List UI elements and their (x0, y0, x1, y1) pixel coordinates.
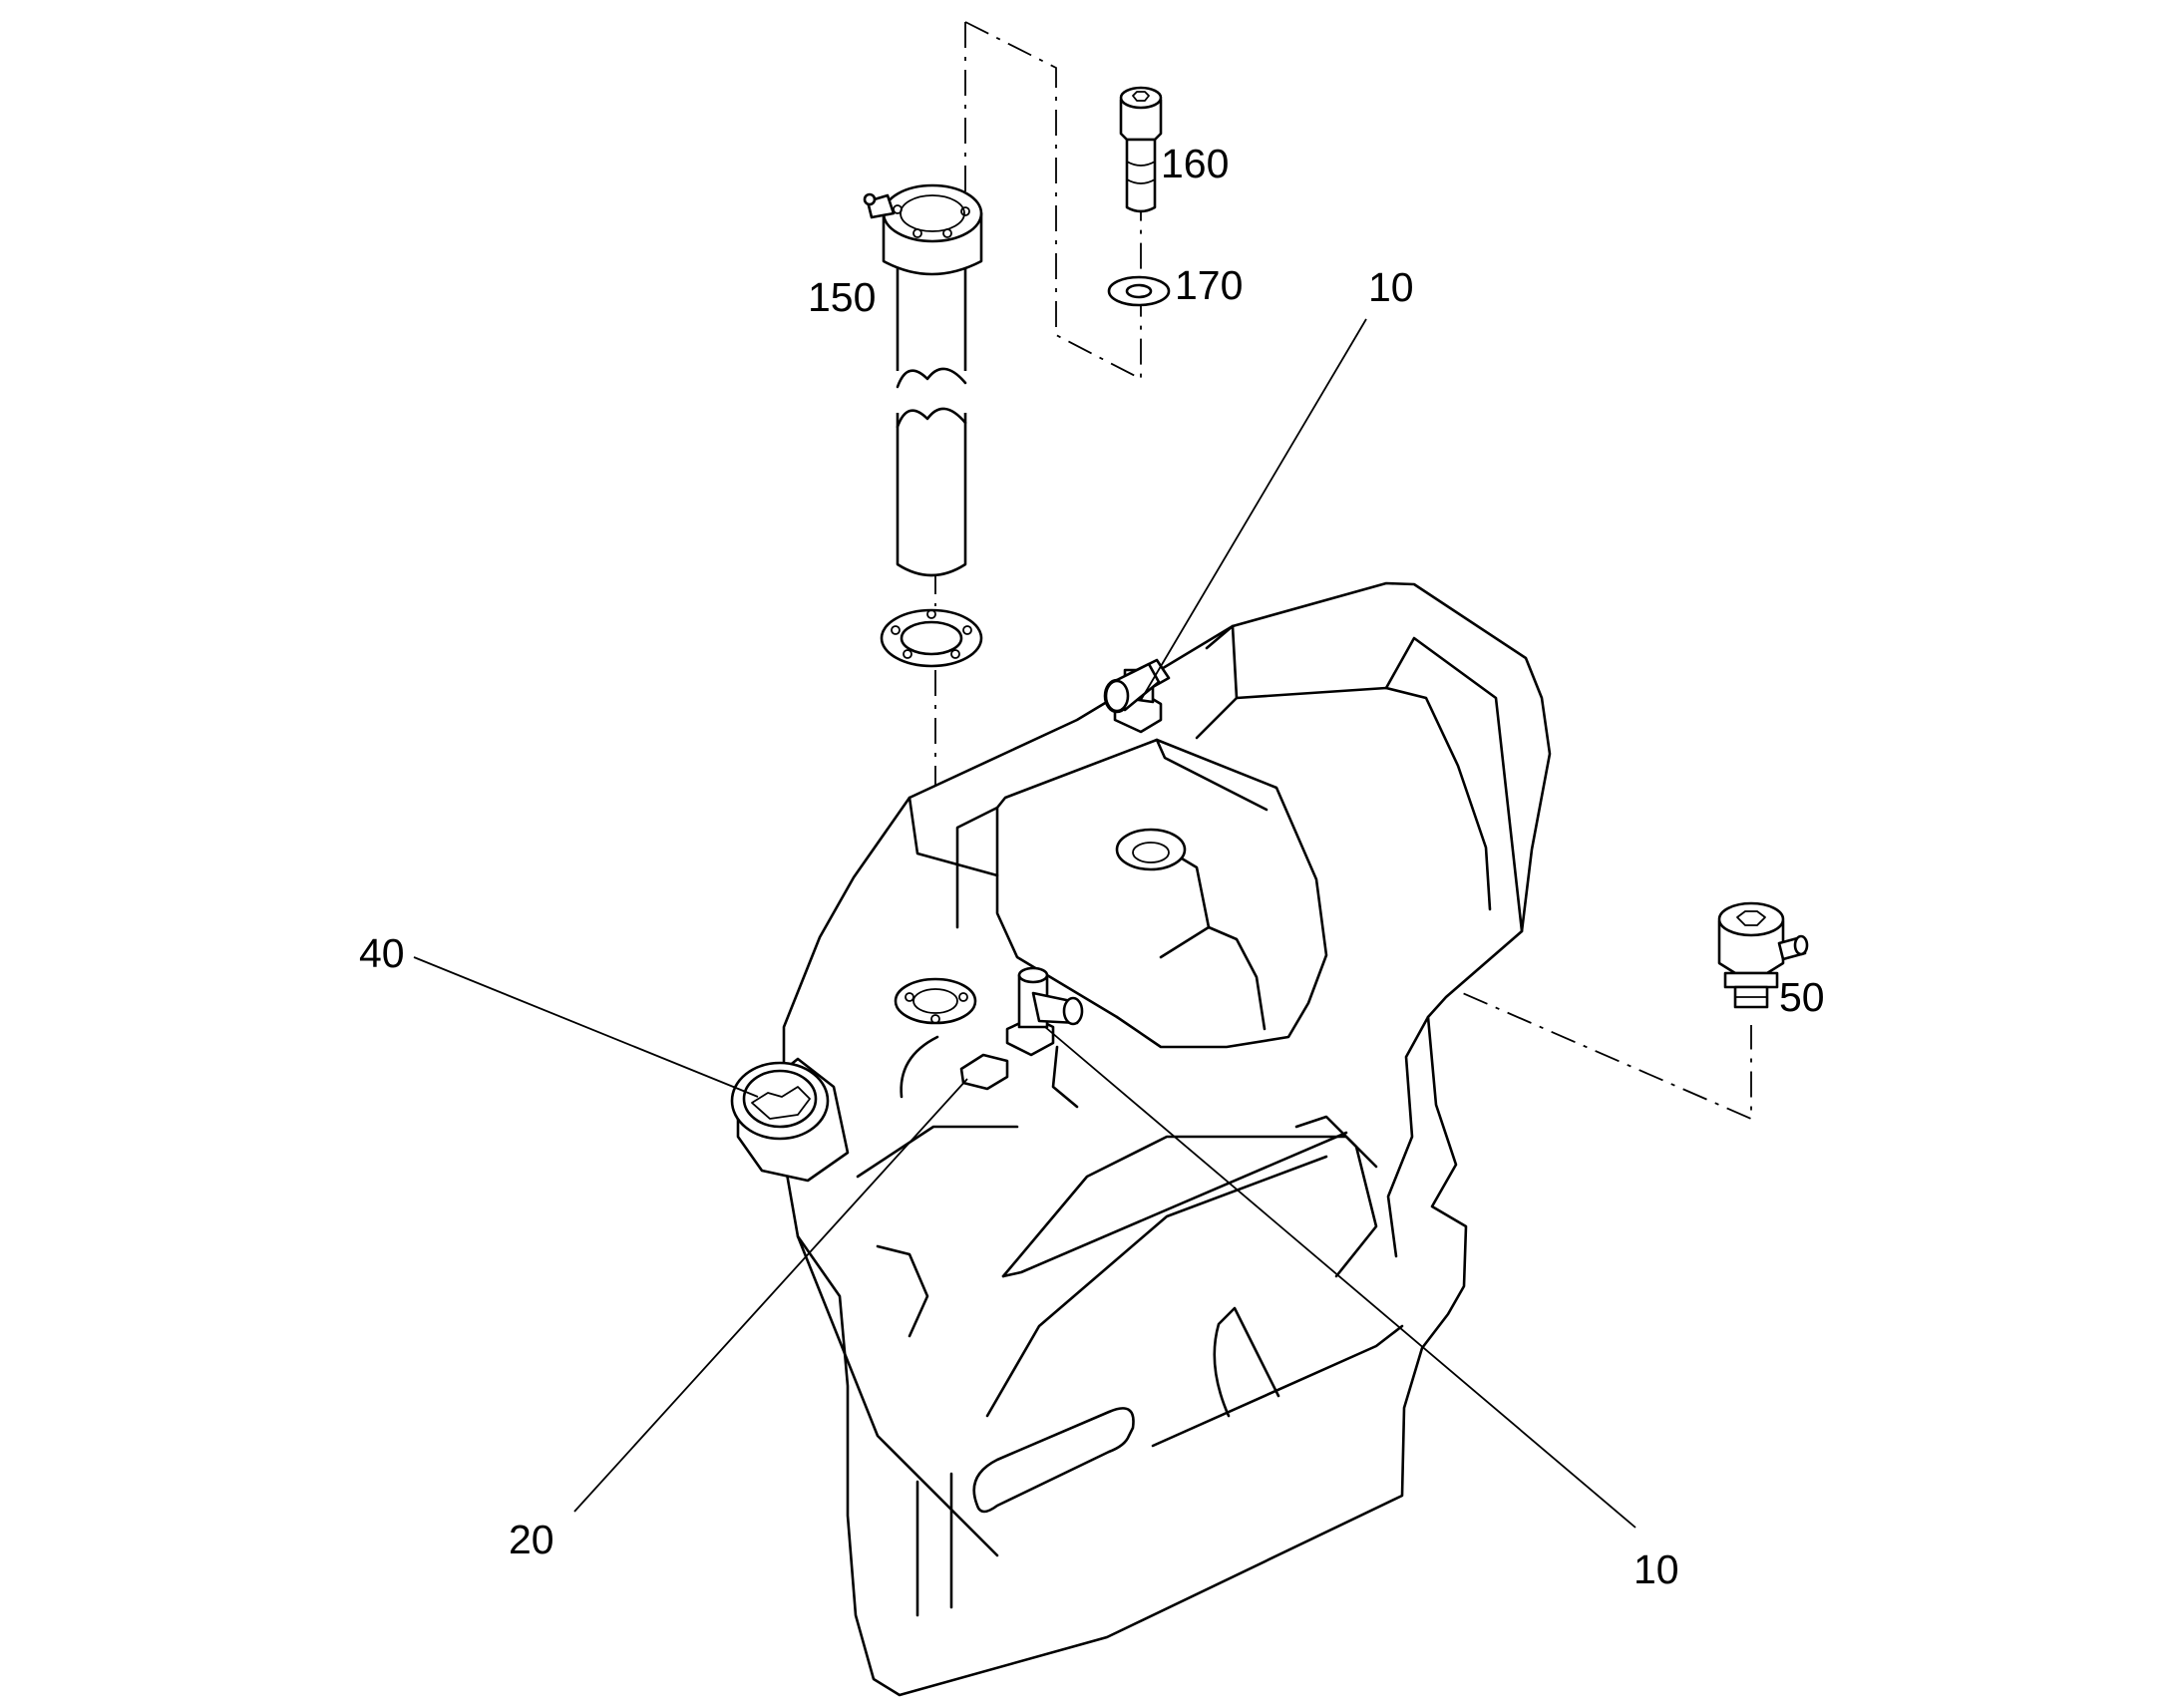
label-10-top: 10 (1368, 264, 1414, 310)
leader-10-bottom (1044, 1026, 1636, 1529)
tank-fittings (730, 658, 1187, 1183)
fuel-tank (782, 581, 1552, 1697)
label-170: 170 (1175, 262, 1243, 308)
part-labels: 150 160 170 10 40 50 20 10 (359, 141, 1825, 1592)
leader-10-top (1140, 318, 1367, 701)
label-160: 160 (1161, 141, 1229, 186)
sender-gasket (880, 608, 983, 668)
elbow-fitting-front (1005, 966, 1084, 1057)
label-40: 40 (359, 930, 405, 976)
filler-neck (730, 1057, 850, 1183)
leader-20 (573, 1078, 968, 1513)
cap-screw (1119, 86, 1163, 213)
elbow-fitting-top (1103, 658, 1171, 734)
fuel-sender-unit (863, 183, 983, 577)
label-150: 150 (808, 274, 876, 320)
leader-lines (413, 318, 1636, 1529)
washer (1107, 275, 1171, 307)
sensor-fitting (1717, 901, 1809, 1009)
leader-40 (413, 956, 759, 1098)
label-50: 50 (1779, 974, 1825, 1020)
label-20: 20 (509, 1517, 554, 1562)
rear-port-opening (1115, 828, 1187, 871)
label-10-bottom: 10 (1634, 1546, 1679, 1592)
